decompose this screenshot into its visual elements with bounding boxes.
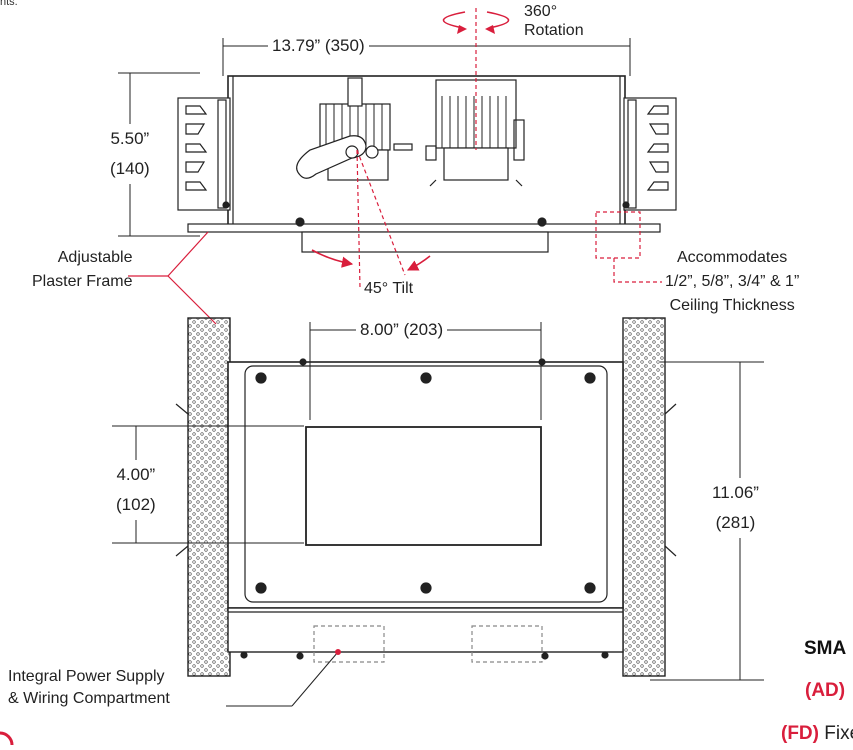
legend-fd-row: (FD) Fixed [781, 723, 853, 745]
housing-length-dimension: 11.06” (281) [708, 478, 763, 538]
plaster-frame-leader [128, 231, 217, 325]
top-fragment-text: nts. [0, 0, 18, 8]
legend-fd-text: Fixed [824, 723, 853, 744]
legend-heading-fragment: SMA [804, 638, 847, 659]
ceiling-thickness-label: Accommodates 1/2”, 5/8”, 3/4” & 1” Ceili… [665, 246, 799, 318]
tilt-indicator [311, 149, 431, 289]
power-supply-line2: & Wiring Compartment [8, 690, 170, 707]
side-view [177, 75, 677, 253]
plaster-frame-left [187, 317, 231, 677]
plaster-frame-right [622, 317, 666, 677]
aperture-height-dimension: 4.00” (102) [112, 460, 160, 520]
width-dimension: 13.79” (350) [268, 35, 369, 57]
rotation-label: 360° Rotation [524, 2, 584, 40]
height-dimension: 5.50” (140) [106, 124, 154, 184]
ceiling-line1: Accommodates [677, 249, 788, 266]
power-supply-line1: Integral Power Supply [8, 668, 165, 685]
aperture [305, 426, 542, 546]
ceiling-line2: 1/2”, 5/8”, 3/4” & 1” [665, 273, 800, 290]
power-supply-label: Integral Power Supply & Wiring Compartme… [8, 666, 170, 710]
right-bracket [623, 97, 677, 211]
ceiling-line3: Ceiling Thickness [669, 297, 795, 314]
plaster-frame-label: Adjustable Plaster Frame [32, 246, 132, 294]
left-bracket [177, 97, 231, 211]
rotation-indicator [442, 8, 510, 150]
plaster-frame-side [187, 223, 661, 233]
rotation-line1: 360° [524, 3, 558, 20]
aperture-height-mm: (102) [116, 495, 156, 514]
plaster-frame-line2: Plaster Frame [32, 273, 133, 290]
height-dim-mm: (140) [110, 159, 150, 178]
aperture-width-dimension: 8.00” (203) [356, 319, 448, 341]
left-lamp [296, 77, 413, 181]
height-dim-in: 5.50” [110, 129, 150, 148]
legend-ad-code: (AD) [805, 680, 846, 701]
rotation-line2: Rotation [524, 22, 584, 39]
plaster-frame-line1: Adjustable [57, 249, 133, 266]
power-supply-leader [226, 651, 339, 707]
trim-side [301, 231, 549, 253]
housing-length-mm: (281) [715, 513, 756, 532]
screws-top [240, 358, 609, 660]
tilt-label: 45° Tilt [364, 280, 414, 297]
power-supply-compartment [227, 607, 624, 653]
housing-length-in: 11.06” [712, 483, 759, 502]
power-supply-dot [335, 649, 341, 655]
ceiling-thickness-callout [595, 211, 662, 283]
aperture-height-in: 4.00” [116, 465, 156, 484]
legend-fd-code: (FD) [781, 723, 819, 744]
top-view [175, 317, 677, 677]
partial-mark [0, 731, 14, 746]
